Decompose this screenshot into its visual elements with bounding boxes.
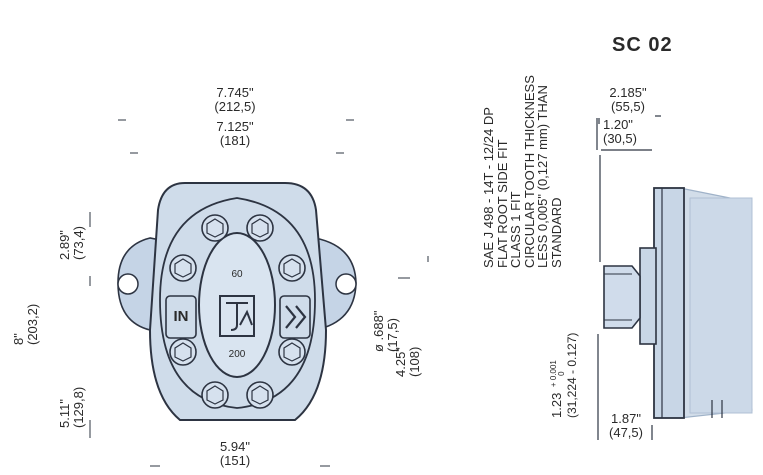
bolt-hex-heads [174, 218, 301, 405]
front-dimension-lines [89, 119, 429, 467]
flange-depth-dimension: 1.20" (30,5) [603, 117, 637, 146]
pilot-hub [639, 247, 657, 345]
side-dimension-lines [596, 115, 723, 440]
overall-depth-dimension: 2.185" (55,5) [609, 85, 647, 114]
inlet-label: IN [173, 308, 189, 325]
side-housing [689, 197, 753, 414]
height-total-dimension: 8" (203,2) [11, 303, 40, 345]
hole-spacing-dimension: 4.25" (108) [393, 346, 422, 377]
side-view [596, 115, 753, 440]
body-width-dimension: 5.94" (151) [219, 439, 251, 468]
lower-offset-dimension: 5.11" (129,8) [57, 386, 86, 428]
body-inner-ring [159, 197, 316, 409]
upper-offset-dimension: 2.89" (73,4) [57, 226, 86, 260]
mount-width-dimension: 7.125" (181) [216, 119, 254, 148]
model-title: SC 02 [612, 34, 673, 56]
shaft-length-dimension: 1.87" (47,5) [609, 411, 643, 440]
overall-width-dimension: 7.745" (212,5) [214, 85, 256, 114]
front-view [89, 119, 429, 467]
side-flange [653, 187, 685, 419]
mounting-hole [335, 273, 357, 295]
shaft-diameter-dimension: 1.23 + 0.001 0 (31,224 - 0.127) [549, 332, 579, 418]
mounting-hole [117, 273, 139, 295]
drive-shaft [603, 265, 641, 329]
cover-bolts [169, 214, 306, 409]
inlet-port-box [165, 295, 197, 339]
displacement-label-bottom: 200 [228, 349, 246, 360]
outlet-arrow-icon [285, 305, 307, 329]
manufacturer-logo [219, 295, 255, 337]
displacement-label-top: 60 [231, 269, 243, 280]
